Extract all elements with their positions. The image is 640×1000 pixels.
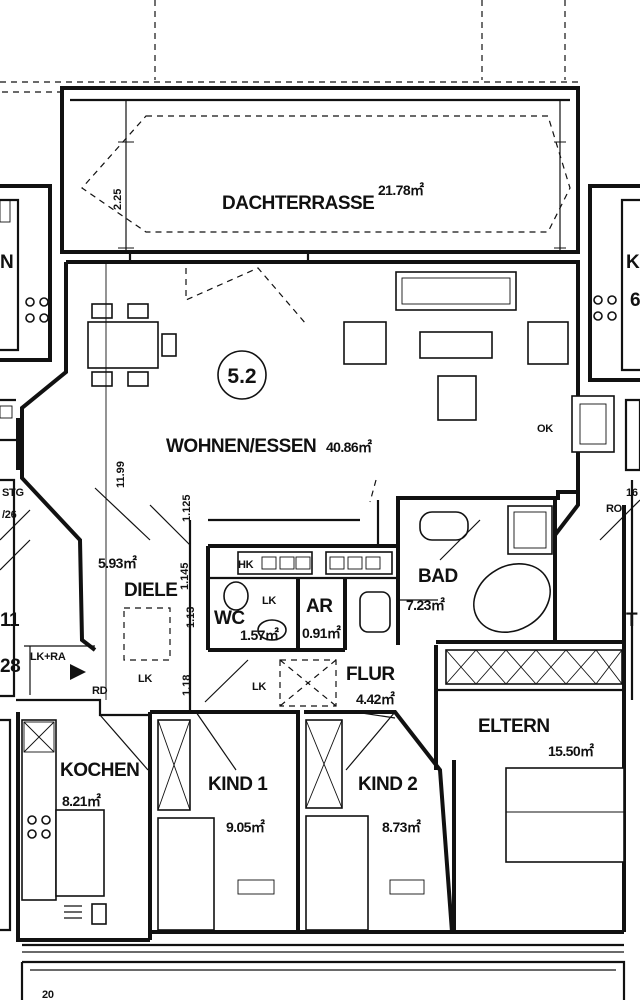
room-kind1: KIND 1 9.05㎡	[157, 711, 275, 931]
room-name-wohnen: WOHNEN/ESSEN	[166, 436, 316, 457]
neighbor-bottom: 20	[20, 960, 626, 1000]
bath-toilet	[359, 591, 391, 633]
room-area-diele: 5.93㎡	[98, 555, 137, 571]
neighbor-label-stg: STG	[2, 487, 24, 499]
room-area-wohnen: 40.86㎡	[326, 439, 372, 455]
label-ok: OK	[537, 423, 553, 435]
room-eltern: ELTERN 15.50㎡	[445, 649, 625, 863]
room-area-eltern: 15.50㎡	[548, 743, 594, 759]
room-name-ar: AR	[306, 596, 333, 617]
room-name-kind2: KIND 2	[358, 774, 417, 795]
armchair-left	[343, 321, 387, 365]
label-rd: RD	[92, 685, 108, 697]
shower	[507, 505, 553, 555]
room-bad: BAD 7.23㎡	[359, 505, 553, 633]
room-kind2: KIND 2 8.73㎡	[305, 711, 425, 931]
neighbor-label-11: 11	[0, 610, 20, 631]
room-wc: WC 1.57㎡ LK	[214, 581, 287, 643]
dim-11-99: 11.99	[115, 461, 127, 488]
label-lk-flur: LK	[252, 681, 266, 693]
kitchen-counter	[21, 719, 57, 901]
label-lk-ra: LK+RA	[30, 651, 66, 663]
dim-1-125: 1.125	[181, 494, 193, 522]
dining-table	[87, 321, 159, 369]
room-kochen: KOCHEN 8.21㎡	[21, 714, 149, 925]
entry-arrow-icon	[70, 664, 86, 680]
hallway-cabinets: HK	[237, 551, 393, 575]
label-lk-diele: LK	[138, 673, 152, 685]
neighbor-label-n: N	[0, 252, 13, 273]
neighbor-left: N STG /26 11 28	[0, 184, 52, 932]
label-lk-wc: LK	[262, 595, 276, 607]
room-name-kind1: KIND 1	[208, 774, 268, 795]
neighbor-label-6: 6	[630, 290, 640, 311]
guide-lines	[0, 0, 580, 93]
unit-badge	[217, 350, 267, 400]
living-furniture: 5.2 WOHNEN/ESSEN 40.86㎡ OK 11.99 1.125	[87, 261, 615, 700]
unit-number: 5.2	[227, 365, 256, 388]
label-hk: HK	[238, 559, 254, 571]
double-bed	[505, 767, 625, 863]
room-flur: FLUR 4.42㎡ LK	[204, 659, 396, 719]
armchair-right	[527, 321, 569, 365]
neighbor-right: K 6 16 RO T	[588, 184, 640, 700]
room-ar: AR 0.91㎡	[302, 596, 341, 641]
room-name-dachterrasse: DACHTERRASSE	[222, 193, 374, 214]
dim-1-13: 1.13	[185, 607, 197, 628]
room-diele: 5.93㎡ DIELE LK RD 1.145 1.13 1.18 LK+RA	[24, 487, 197, 697]
room-area-dachterrasse: 21.78㎡	[378, 182, 424, 198]
kind2-bed	[305, 815, 369, 931]
room-area-bad: 7.23㎡	[406, 597, 445, 613]
room-area-kochen: 8.21㎡	[62, 793, 101, 809]
bathtub	[473, 563, 551, 633]
room-name-eltern: ELTERN	[478, 716, 550, 737]
room-name-flur: FLUR	[346, 664, 395, 685]
room-area-kind2: 8.73㎡	[382, 819, 421, 835]
roof-terrace: 2.25 DACHTERRASSE 21.78㎡	[60, 86, 580, 254]
bath-vanity	[419, 511, 469, 541]
neighbor-label-k: K	[626, 252, 640, 273]
room-area-wc: 1.57㎡	[240, 627, 279, 643]
room-area-kind1: 9.05㎡	[226, 819, 265, 835]
dim-1-145: 1.145	[179, 562, 191, 590]
coffee-table	[419, 331, 493, 359]
kind1-bed	[157, 817, 215, 931]
stove	[571, 395, 615, 453]
neighbor-label-ro: RO	[606, 503, 623, 515]
dim-1-18: 1.18	[181, 675, 193, 696]
kitchen-island	[55, 809, 105, 897]
dim-2-25: 2.25	[112, 189, 124, 210]
neighbor-label-20: 20	[42, 989, 54, 1000]
neighbor-label-28: 28	[0, 656, 20, 677]
room-name-bad: BAD	[418, 566, 458, 587]
room-name-wc: WC	[214, 608, 245, 629]
room-name-kochen: KOCHEN	[60, 760, 139, 781]
wardrobe	[445, 649, 623, 685]
room-area-ar: 0.91㎡	[302, 625, 341, 641]
room-area-flur: 4.42㎡	[356, 691, 395, 707]
room-name-diele: DIELE	[124, 580, 177, 601]
ottoman	[437, 375, 477, 421]
